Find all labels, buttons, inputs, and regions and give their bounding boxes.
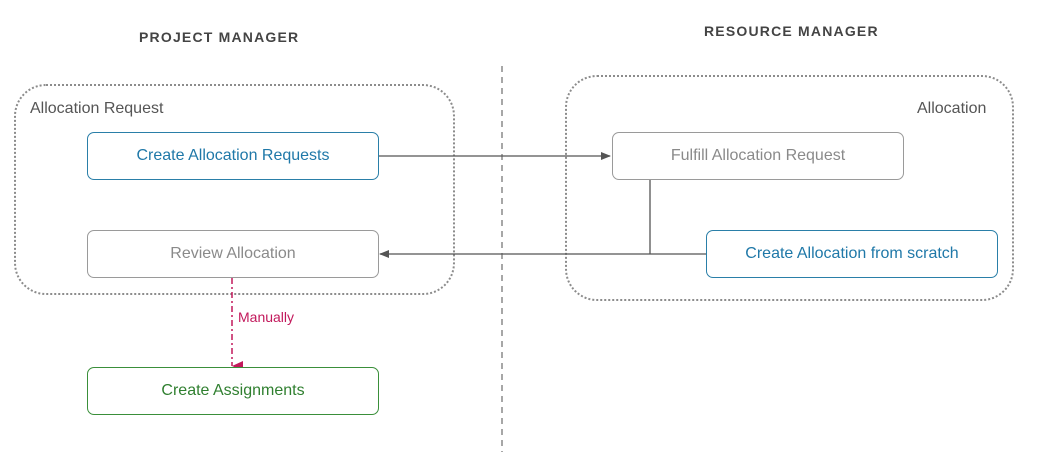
resource-manager-lane-title: RESOURCE MANAGER [704, 23, 879, 39]
review-allocation-label: Review Allocation [170, 245, 296, 262]
fulfill-allocation-request-node[interactable]: Fulfill Allocation Request [612, 132, 904, 180]
allocation-group-label: Allocation [917, 100, 987, 117]
review-allocation-node[interactable]: Review Allocation [87, 230, 379, 278]
fulfill-allocation-request-label: Fulfill Allocation Request [670, 147, 846, 164]
allocation-request-group [14, 84, 455, 295]
project-manager-lane-title: PROJECT MANAGER [139, 29, 300, 45]
create-allocation-from-scratch-node[interactable]: Create Allocation from scratch [706, 230, 998, 278]
create-allocation-from-scratch-label: Create Allocation from scratch [745, 245, 959, 262]
create-assignments-node[interactable]: Create Assignments [87, 367, 379, 415]
allocation-request-group-label: Allocation Request [30, 100, 164, 117]
create-allocation-requests-node[interactable]: Create Allocation Requests [87, 132, 379, 180]
allocation-group [565, 75, 1014, 301]
create-assignments-label: Create Assignments [161, 382, 305, 399]
create-allocation-requests-label: Create Allocation Requests [136, 147, 330, 164]
manually-edge-label: Manually [236, 309, 297, 325]
